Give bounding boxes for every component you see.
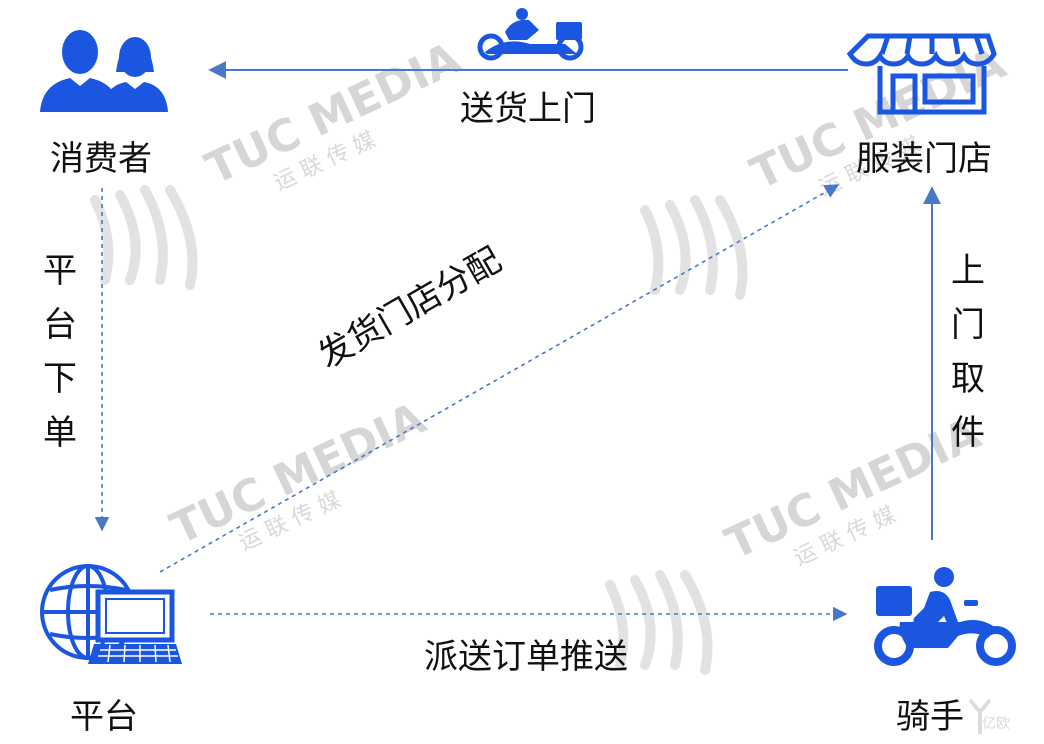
delivery-rider-icon [874, 567, 1016, 666]
delivery-scooter-icon [477, 8, 584, 61]
node-rider-label: 骑手 [896, 697, 964, 737]
globe-laptop-icon [40, 564, 182, 664]
corner-logo-icon [968, 698, 992, 734]
users-icon [40, 30, 168, 112]
node-store-label: 服装门店 [856, 139, 992, 179]
edge-label-store-to-consumer: 送货上门 [460, 89, 596, 129]
store-icon [846, 33, 997, 115]
watermark-swoosh-icon [90, 185, 748, 675]
arrow-platform-to-store [159, 184, 840, 573]
edge-label-consumer-to-platform: 平台下单 [43, 251, 77, 453]
node-platform-label: 平台 [70, 697, 138, 737]
corner-watermark-text: 亿欧 [982, 716, 1010, 732]
edge-label-rider-to-store: 上门取件 [951, 251, 985, 453]
node-consumer-label: 消费者 [50, 139, 152, 179]
edge-label-platform-to-rider: 派送订单推送 [424, 637, 628, 677]
